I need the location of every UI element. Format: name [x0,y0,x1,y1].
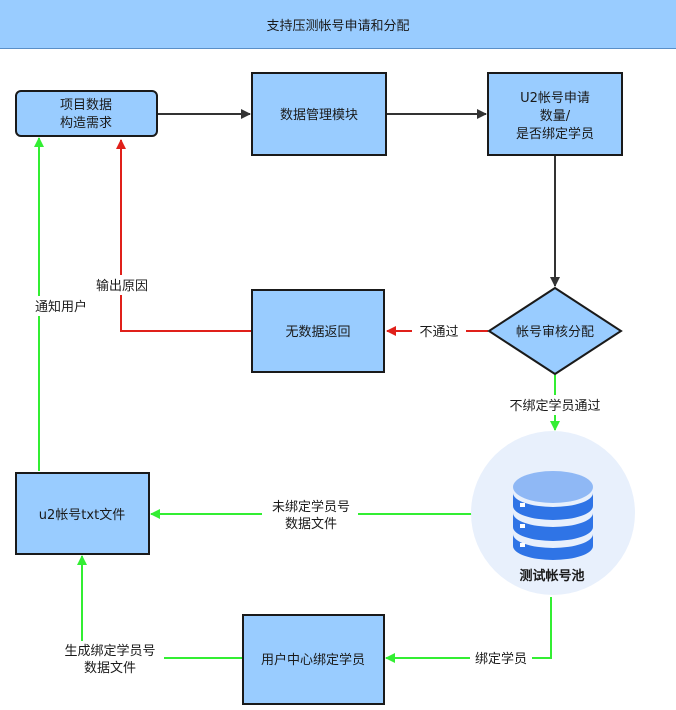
svg-text:测试帐号池: 测试帐号池 [519,568,584,584]
svg-text:帐号审核分配: 帐号审核分配 [516,325,594,340]
svg-text:u2帐号txt文件: u2帐号txt文件 [39,508,125,523]
node-project-data: 项目数据 构造需求 [15,90,158,137]
svg-text:通知用户: 通知用户 [35,299,87,315]
svg-text:不绑定学员通过: 不绑定学员通过 [509,398,600,414]
label-bind-student: 绑定学员 [470,649,532,668]
svg-text:是否绑定学员: 是否绑定学员 [516,126,594,142]
database-icon [513,471,593,560]
svg-text:无数据返回: 无数据返回 [285,325,350,340]
svg-text:生成绑定学员号: 生成绑定学员号 [64,643,155,659]
svg-text:数据文件: 数据文件 [84,661,136,676]
svg-text:绑定学员: 绑定学员 [475,651,527,667]
label-not-pass: 不通过 [412,322,466,341]
node-test-pool: 测试帐号池 [471,431,635,595]
diagram-title: 支持压测帐号申请和分配 [0,0,676,49]
svg-text:项目数据: 项目数据 [60,98,112,113]
node-user-center: 用户中心绑定学员 [242,614,385,705]
label-output-reason: 输出原因 [90,275,154,295]
node-u2-apply: U2帐号申请 数量/ 是否绑定学员 [487,72,623,156]
svg-text:构造需求: 构造需求 [60,116,112,131]
svg-text:未绑定学员号: 未绑定学员号 [272,499,350,515]
label-unbound-file: 未绑定学员号 数据文件 [262,497,358,533]
label-gen-bound-file: 生成绑定学员号 数据文件 [56,641,164,677]
svg-text:数据管理模块: 数据管理模块 [280,108,358,123]
node-review: 帐号审核分配 [487,286,623,376]
svg-text:U2帐号申请: U2帐号申请 [520,91,590,106]
svg-text:用户中心绑定学员: 用户中心绑定学员 [261,652,365,668]
svg-text:不通过: 不通过 [419,325,458,340]
label-unbound-pass: 不绑定学员通过 [500,395,610,415]
node-no-data: 无数据返回 [251,289,385,373]
svg-text:数据文件: 数据文件 [285,517,337,532]
svg-text:输出原因: 输出原因 [96,278,148,294]
edge-pool-to-usercenter [385,597,552,663]
node-u2-file: u2帐号txt文件 [15,472,150,555]
label-notify-user: 通知用户 [29,296,93,316]
svg-text:数量/: 数量/ [540,109,571,124]
node-data-module: 数据管理模块 [251,72,387,156]
edge-nodata-to-project [116,139,251,332]
